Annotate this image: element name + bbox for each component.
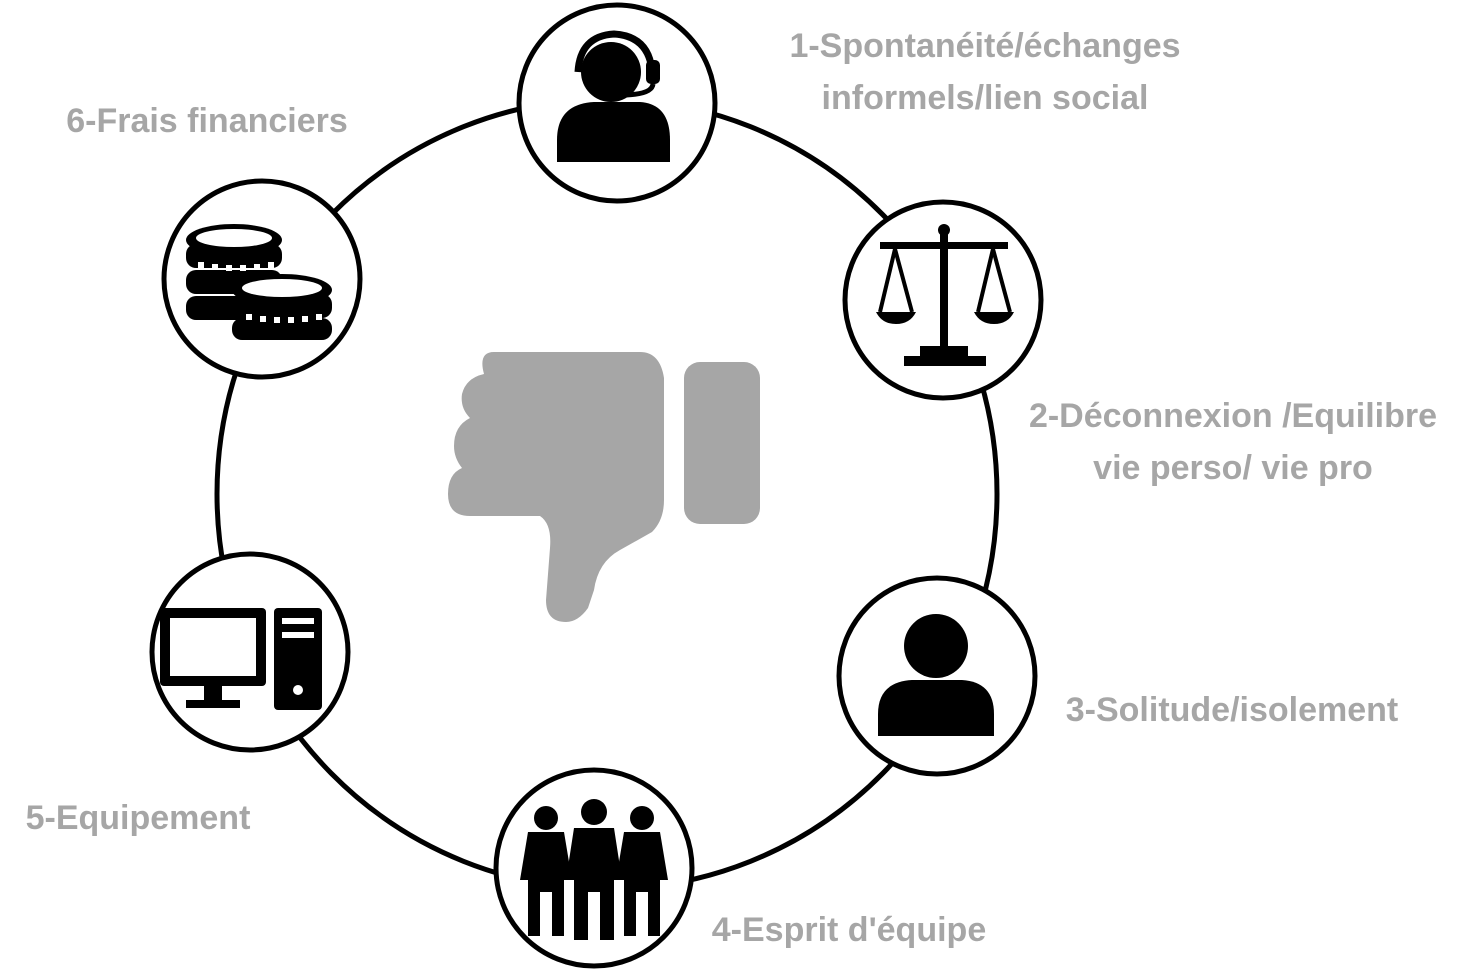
team-icon bbox=[520, 799, 668, 940]
node-4 bbox=[493, 767, 695, 969]
node-label-6: 6-Frais financiers bbox=[56, 95, 358, 147]
node-5 bbox=[149, 551, 351, 753]
person-icon bbox=[878, 614, 994, 736]
node-1 bbox=[516, 2, 718, 204]
node-label-1: 1-Spontanéité/échanges informels/lien so… bbox=[770, 20, 1200, 124]
thumbs-down-icon bbox=[448, 352, 760, 622]
node-6 bbox=[161, 178, 363, 380]
node-label-5: 5-Equipement bbox=[12, 792, 264, 844]
node-label-3-line-1: 3-Solitude/isolement bbox=[1065, 691, 1399, 729]
node-label-1-line-2: informels/lien social bbox=[821, 79, 1149, 117]
node-label-2-line-1: 2-Déconnexion /Equilibre bbox=[1028, 397, 1438, 435]
node-label-4-line-1: 4-Esprit d'équipe bbox=[711, 911, 987, 949]
node-label-2: 2-Déconnexion /Equilibre vie perso/ vie … bbox=[1008, 390, 1458, 494]
node-label-6-line-1: 6-Frais financiers bbox=[66, 102, 348, 140]
node-label-1-line-1: 1-Spontanéité/échanges bbox=[789, 27, 1181, 65]
node-label-3: 3-Solitude/isolement bbox=[1044, 684, 1420, 736]
headset-operator-icon bbox=[557, 30, 670, 162]
node-label-2-line-2: vie perso/ vie pro bbox=[1093, 449, 1373, 487]
balance-scale-icon bbox=[876, 224, 1014, 366]
node-label-5-line-1: 5-Equipement bbox=[25, 799, 251, 837]
coins-icon bbox=[186, 224, 332, 340]
desktop-computer-icon bbox=[160, 608, 322, 710]
node-3 bbox=[836, 575, 1038, 777]
node-2 bbox=[842, 199, 1044, 401]
node-label-4: 4-Esprit d'équipe bbox=[698, 904, 1000, 956]
